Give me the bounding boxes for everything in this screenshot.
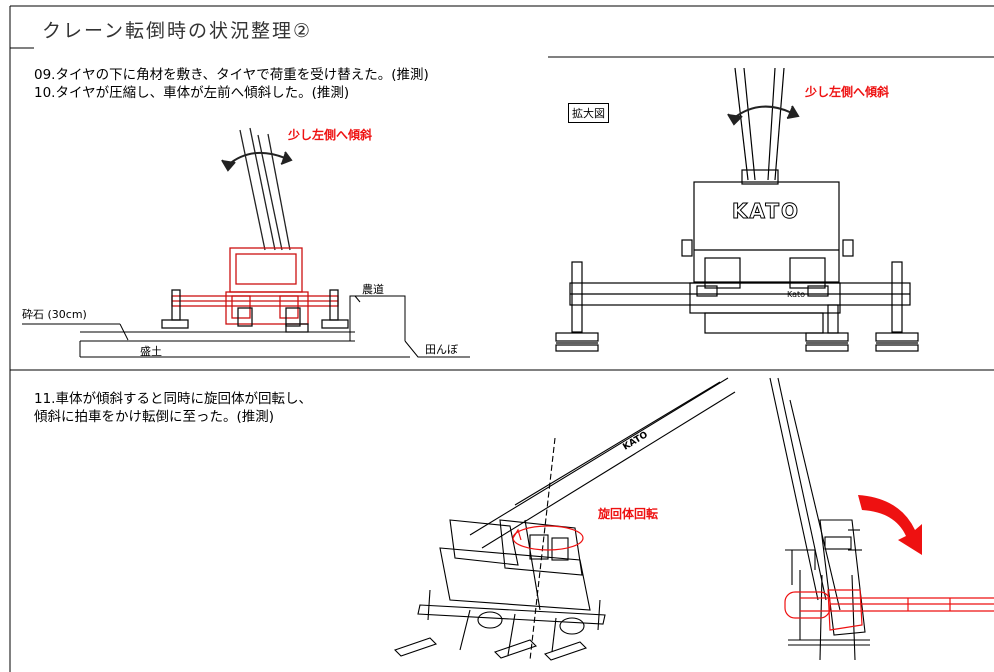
side-view-crane: [769, 377, 870, 661]
tip-direction-arrow: [858, 495, 922, 555]
frame-lines: [9, 5, 994, 672]
right-crane-front: [555, 67, 919, 352]
left-rotation-arrow: [221, 151, 293, 172]
left-tilt-annotation: 少し左側へ傾斜: [288, 128, 373, 142]
left-ground-section: [22, 295, 470, 358]
embankment-label: 盛土: [140, 345, 162, 358]
right-rotation-arrow: [727, 105, 800, 126]
kato-logo: KATO: [732, 199, 800, 223]
section2-line2: 傾斜に拍車をかけ転倒に至った。(推測): [34, 409, 275, 425]
enlarged-view-label: 拡大図: [568, 103, 609, 123]
slewing-annotation: 旋回体回転: [598, 507, 659, 521]
section2-line1: 11.車体が傾斜すると同時に旋回体が回転し、: [34, 391, 312, 407]
kato-small-logo: Kato: [787, 290, 805, 299]
page-title: クレーン転倒時の状況整理②: [42, 20, 313, 42]
slewing-rotation-ellipse: [512, 525, 584, 551]
boom-kato-text: KATO: [621, 430, 650, 453]
section1-line2: 10.タイヤが圧縮し、車体が左前へ傾斜した。(推測): [34, 85, 350, 101]
red-horizontal-boom: [784, 589, 994, 631]
gravel-label: 砕石 (30cm): [22, 308, 87, 321]
right-tilt-annotation: 少し左側へ傾斜: [805, 85, 890, 99]
left-crane: [161, 127, 349, 333]
tipping-crane: [393, 377, 736, 661]
farm-road-label: 農道: [362, 283, 384, 296]
paddy-label: 田んぼ: [425, 343, 458, 356]
section1-line1: 09.タイヤの下に角材を敷き、タイヤで荷重を受け替えた。(推測): [34, 67, 429, 83]
